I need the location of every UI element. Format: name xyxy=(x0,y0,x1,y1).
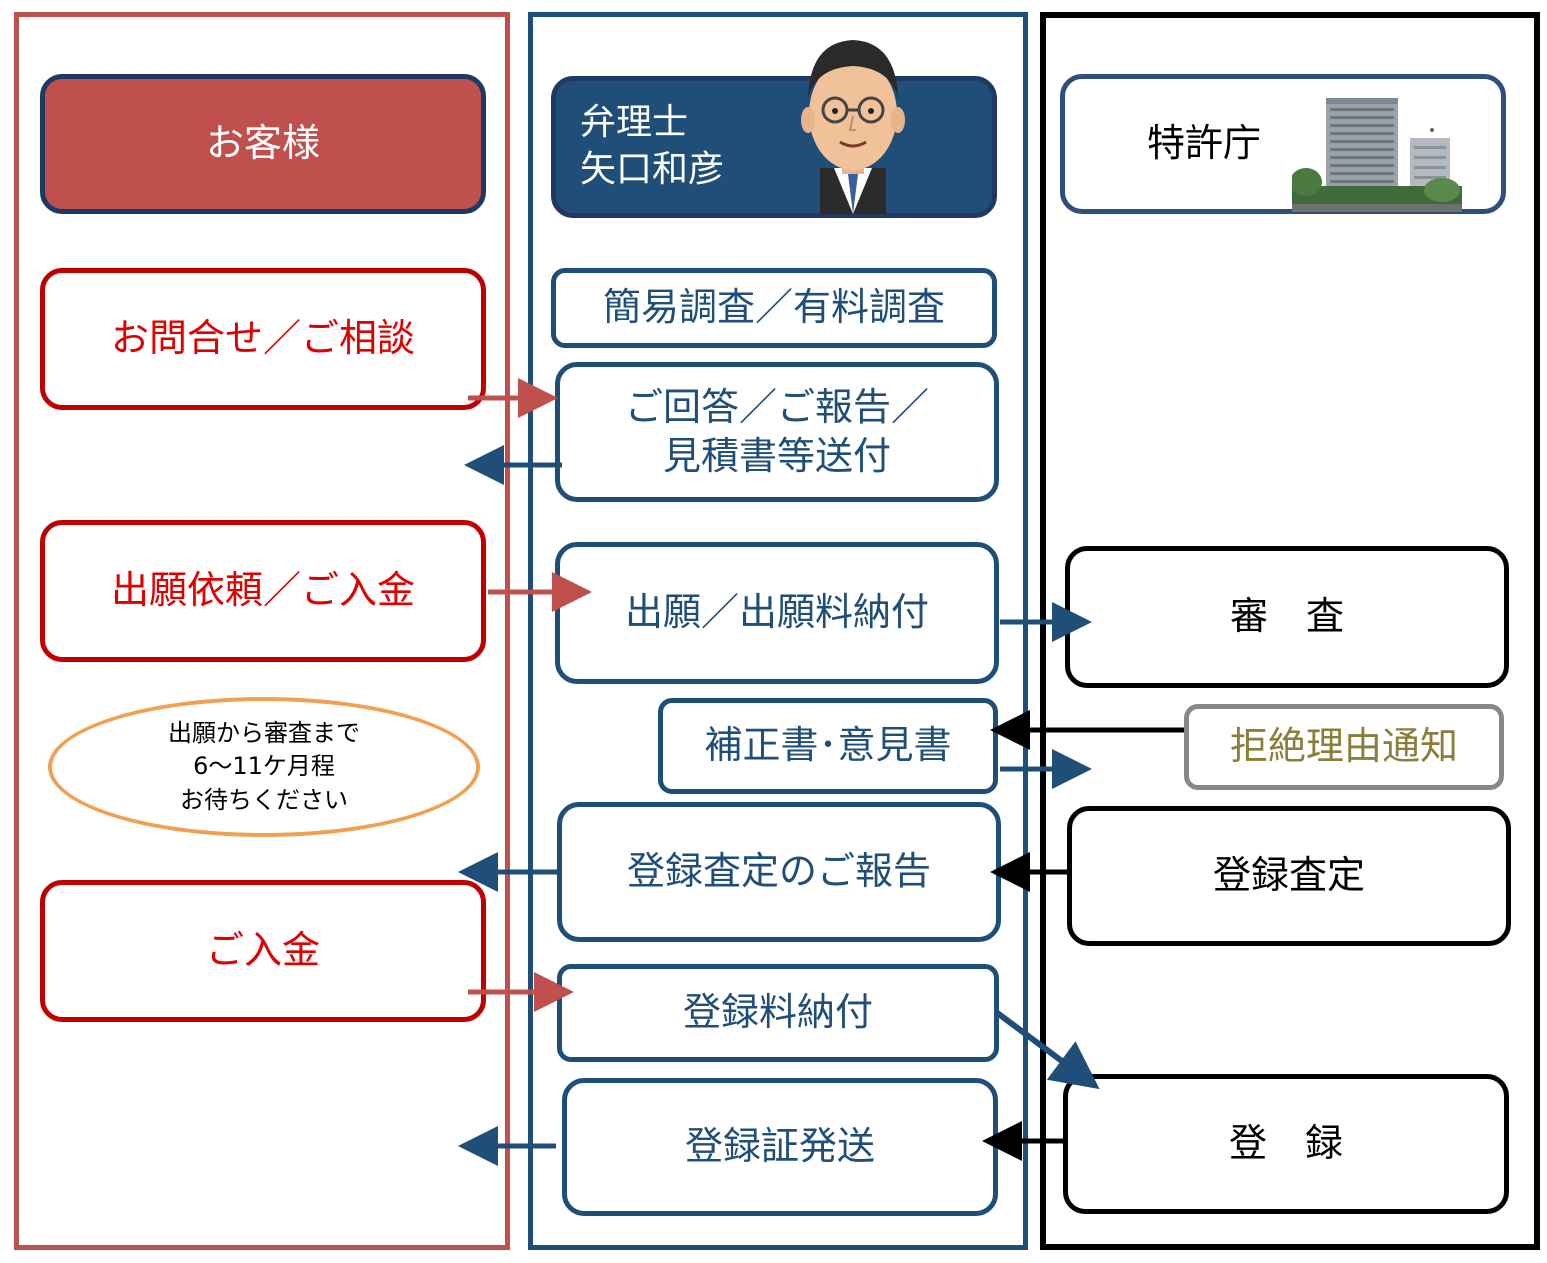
reply-label-line1: ご回答／ご報告／ xyxy=(624,384,929,429)
waiting-note-line: お待ちください xyxy=(180,785,348,814)
attorney-title: 弁理士 xyxy=(580,102,689,144)
filing-request-label: 出願依頼／ご入金 xyxy=(110,568,415,613)
filing-label: 出願／出願料納付 xyxy=(624,590,929,635)
filing-box: 出願／出願料納付 xyxy=(555,542,999,684)
jpo-header-label: 特許庁 xyxy=(1147,121,1262,166)
filing-request-box: 出願依頼／ご入金 xyxy=(40,520,486,662)
research-label: 簡易調査／有料調査 xyxy=(602,285,945,330)
waiting-note-oval: 出願から審査まで 6〜11ケ月程 お待ちください xyxy=(48,697,480,837)
customer-header-label: お客様 xyxy=(205,121,320,166)
inquiry-box: お問合せ／ご相談 xyxy=(40,268,486,410)
reply-label-line2: 見積書等送付 xyxy=(662,434,891,478)
payment-label: ご入金 xyxy=(205,928,320,973)
jpo-building-icon xyxy=(1292,90,1462,212)
grant-decision-label: 登録査定 xyxy=(1212,853,1365,898)
examination-label: 審 査 xyxy=(1229,594,1344,639)
certificate-box: 登録証発送 xyxy=(562,1078,998,1216)
attorney-fullname: 矢口和彦 xyxy=(580,149,725,190)
reply-box: ご回答／ご報告／ 見積書等送付 xyxy=(555,362,999,502)
grant-report-label: 登録査定のご報告 xyxy=(626,849,931,894)
inquiry-label: お問合せ／ご相談 xyxy=(110,316,415,361)
attorney-name: 弁理士 矢口和彦 xyxy=(580,100,724,194)
rejection-label: 拒絶理由通知 xyxy=(1229,724,1458,769)
certificate-label: 登録証発送 xyxy=(684,1124,875,1169)
waiting-note-line: 出願から審査まで xyxy=(168,718,360,747)
jpo-lane xyxy=(1040,12,1540,1250)
registration-box: 登 録 xyxy=(1063,1074,1509,1214)
payment-box: ご入金 xyxy=(40,880,486,1022)
amendment-label: 補正書･意見書 xyxy=(704,723,952,768)
grant-report-box: 登録査定のご報告 xyxy=(557,802,1001,942)
customer-lane xyxy=(14,12,510,1250)
customer-header: お客様 xyxy=(40,74,486,214)
attorney-header: 弁理士 矢口和彦 xyxy=(551,76,997,218)
examination-box: 審 査 xyxy=(1065,546,1509,688)
attorney-lane xyxy=(528,12,1028,1250)
rejection-box: 拒絶理由通知 xyxy=(1184,704,1504,790)
amendment-box: 補正書･意見書 xyxy=(658,698,998,794)
attorney-portrait-icon xyxy=(801,40,905,214)
registration-label: 登 録 xyxy=(1228,1121,1343,1166)
grant-decision-box: 登録査定 xyxy=(1067,806,1511,946)
registration-fee-label: 登録料納付 xyxy=(682,990,873,1035)
waiting-note-line: 6〜11ケ月程 xyxy=(193,752,335,781)
registration-fee-box: 登録料納付 xyxy=(557,964,999,1062)
research-box: 簡易調査／有料調査 xyxy=(551,268,997,348)
